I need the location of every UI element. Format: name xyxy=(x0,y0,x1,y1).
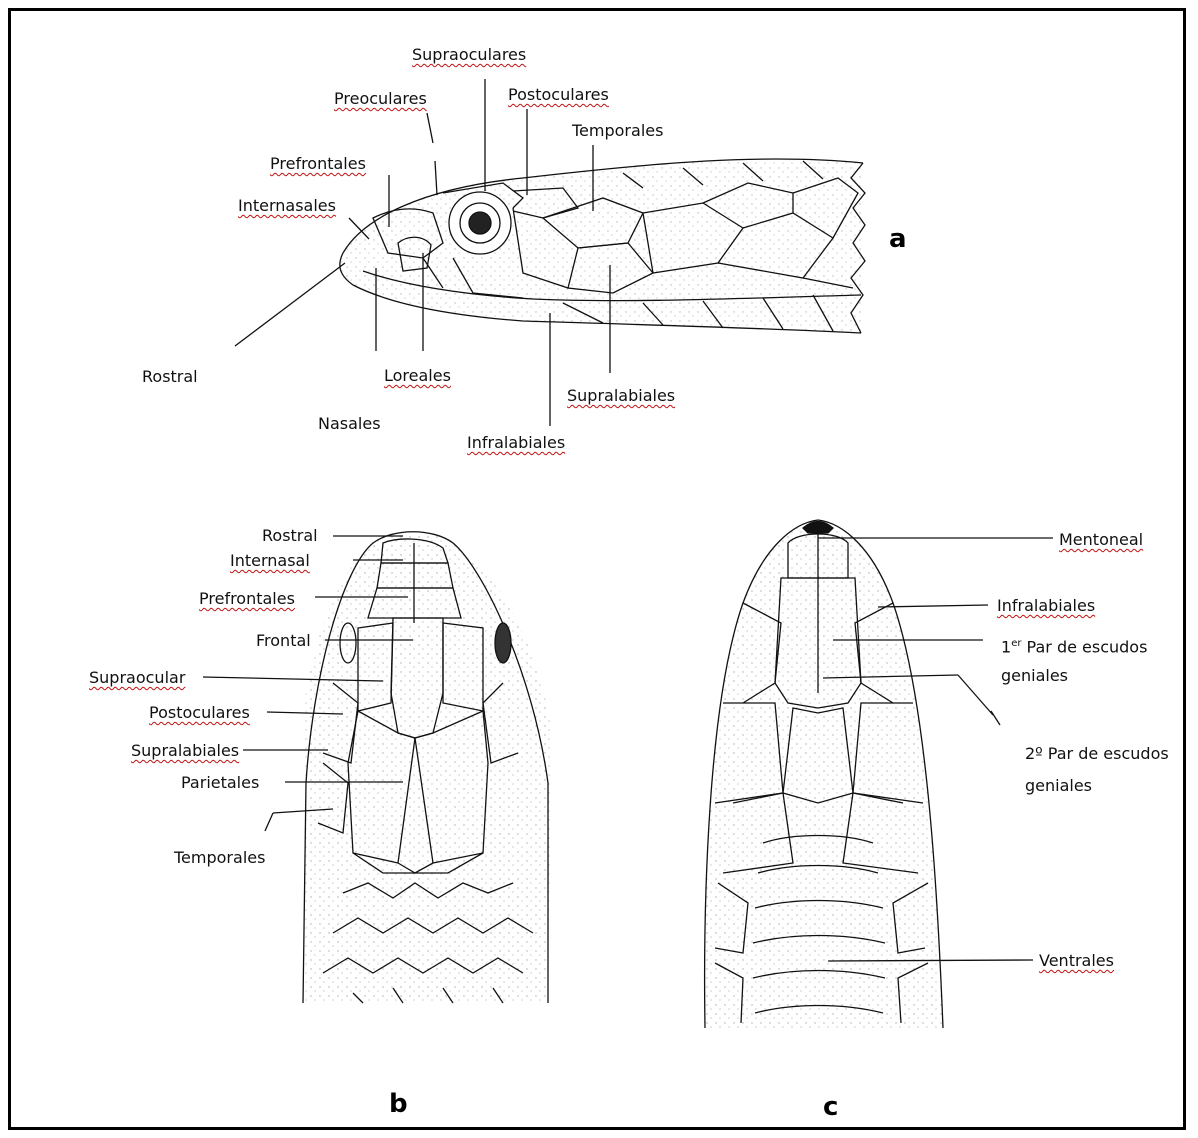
dorsal-head-view xyxy=(303,532,551,1003)
label-loreales: Loreales xyxy=(384,367,451,385)
label-infralabiales-c: Infralabiales xyxy=(997,597,1095,615)
label-supralabiales-a: Supralabiales xyxy=(567,387,675,405)
label-mentoneal: Mentoneal xyxy=(1059,531,1143,549)
label-par1-line2: geniales xyxy=(1001,667,1068,685)
label-postoculares: Postoculares xyxy=(508,86,609,104)
label-prefrontales-b: Prefrontales xyxy=(199,590,295,608)
label-rostral-a: Rostral xyxy=(142,368,198,386)
letter-a: a xyxy=(889,224,907,254)
label-prefrontales-a: Prefrontales xyxy=(270,155,366,173)
figure-frame: Supraoculares Preoculares Postoculares T… xyxy=(8,8,1186,1130)
label-nasales: Nasales xyxy=(318,415,381,433)
snake-head-illustrations xyxy=(11,11,1189,1133)
label-supraocular: Supraocular xyxy=(89,669,185,687)
label-supralabiales-b: Supralabiales xyxy=(131,742,239,760)
label-ventrales: Ventrales xyxy=(1039,952,1114,970)
ventral-head-view xyxy=(705,520,943,1028)
label-temporales-b: Temporales xyxy=(174,849,265,867)
label-par2: 2º Par de escudos xyxy=(1025,745,1169,763)
label-postoculares-b: Postoculares xyxy=(149,704,250,722)
par1-ordinal: 1 xyxy=(1001,637,1011,656)
letter-b: b xyxy=(389,1089,408,1119)
label-infralabiales-a: Infralabiales xyxy=(467,434,565,452)
letter-c: c xyxy=(823,1092,838,1122)
label-preoculares: Preoculares xyxy=(334,90,427,108)
label-frontal: Frontal xyxy=(256,632,311,650)
label-supraoculares: Supraoculares xyxy=(412,46,526,64)
par1-superscript: er xyxy=(1011,638,1021,649)
label-rostral-b: Rostral xyxy=(262,527,318,545)
label-internasales: Internasales xyxy=(238,197,336,215)
label-temporales-a: Temporales xyxy=(572,122,663,140)
lateral-head-view xyxy=(340,159,865,333)
label-par2-line2: geniales xyxy=(1025,777,1092,795)
label-parietales: Parietales xyxy=(181,774,259,792)
label-par1: 1er Par de escudos xyxy=(1001,635,1147,656)
par1-text: Par de escudos xyxy=(1027,637,1148,656)
label-internasal: Internasal xyxy=(230,552,310,570)
